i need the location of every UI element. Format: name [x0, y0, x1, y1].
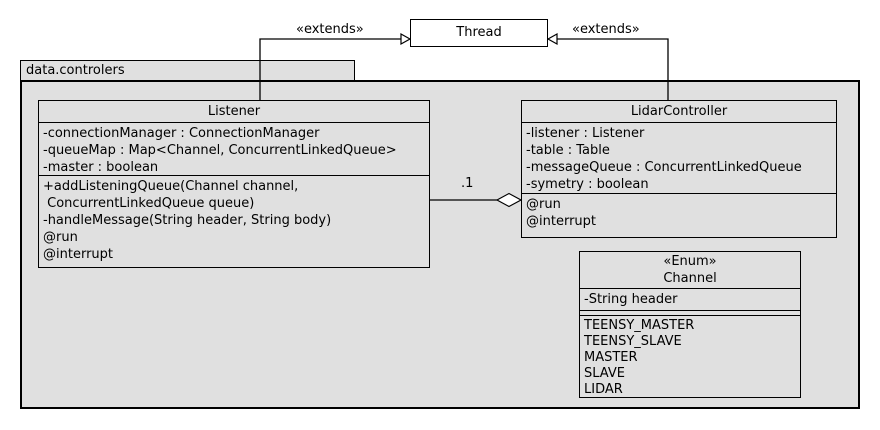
compartment-divider	[580, 311, 800, 316]
enum-values-compartment: TEENSY_MASTER TEENSY_SLAVE MASTER SLAVE …	[580, 316, 800, 401]
method-line: -handleMessage(String header, String bod…	[43, 213, 332, 228]
enum-node-channel[interactable]: «Enum» Channel -String header TEENSY_MAS…	[579, 251, 801, 398]
class-title: Thread	[456, 25, 502, 40]
enum-value-line: TEENSY_SLAVE	[584, 334, 682, 349]
attribute-line: -messageQueue : ConcurrentLinkedQueue	[526, 160, 802, 175]
method-line: +addListeningQueue(Channel channel,	[43, 179, 299, 194]
extends-label-right: «extends»	[572, 22, 640, 37]
aggregation-multiplicity-label: .1	[461, 176, 474, 191]
attributes-compartment: -connectionManager : ConnectionManager -…	[39, 123, 429, 176]
method-line: @interrupt	[526, 214, 596, 229]
class-node-lidarcontroller[interactable]: LidarController -listener : Listener -ta…	[521, 100, 837, 238]
attribute-line: -listener : Listener	[526, 126, 645, 141]
attributes-compartment: -String header	[580, 289, 800, 311]
package-label: data.controlers	[26, 63, 125, 78]
attribute-line: -connectionManager : ConnectionManager	[43, 126, 320, 141]
methods-compartment: +addListeningQueue(Channel channel, Conc…	[39, 176, 429, 267]
method-line: @interrupt	[43, 247, 113, 262]
class-node-thread[interactable]: Thread	[410, 19, 548, 47]
enum-value-line: MASTER	[584, 350, 638, 365]
enum-stereotype: «Enum»	[663, 254, 717, 269]
enum-title-compartment: «Enum» Channel	[580, 252, 800, 289]
enum-title: Channel	[663, 271, 717, 286]
enum-value-line: LIDAR	[584, 382, 623, 397]
class-node-listener[interactable]: Listener -connectionManager : Connection…	[38, 100, 430, 268]
generalization-arrowhead-left-icon	[400, 32, 412, 46]
attribute-line: -String header	[584, 292, 678, 307]
attribute-line: -queueMap : Map<Channel, ConcurrentLinke…	[43, 143, 397, 158]
attribute-line: -symetry : boolean	[526, 177, 649, 192]
attributes-compartment: -listener : Listener -table : Table -mes…	[522, 123, 836, 194]
attribute-line: -master : boolean	[43, 160, 159, 175]
attribute-line: -table : Table	[526, 143, 610, 158]
enum-value-line: SLAVE	[584, 366, 625, 381]
method-line: @run	[43, 230, 78, 245]
methods-compartment: @run @interrupt	[522, 194, 836, 237]
method-line: @run	[526, 197, 561, 212]
extends-edge-lidarcontroller-thread[interactable]	[557, 38, 669, 100]
aggregation-diamond-icon	[495, 192, 523, 208]
generalization-arrowhead-right-icon	[546, 32, 558, 46]
extends-label-left: «extends»	[296, 22, 364, 37]
class-title: Listener	[39, 101, 429, 123]
extends-edge-listener-thread[interactable]	[259, 38, 401, 100]
method-line: ConcurrentLinkedQueue queue)	[43, 196, 255, 211]
enum-value-line: TEENSY_MASTER	[584, 318, 695, 333]
class-title: LidarController	[522, 101, 836, 123]
